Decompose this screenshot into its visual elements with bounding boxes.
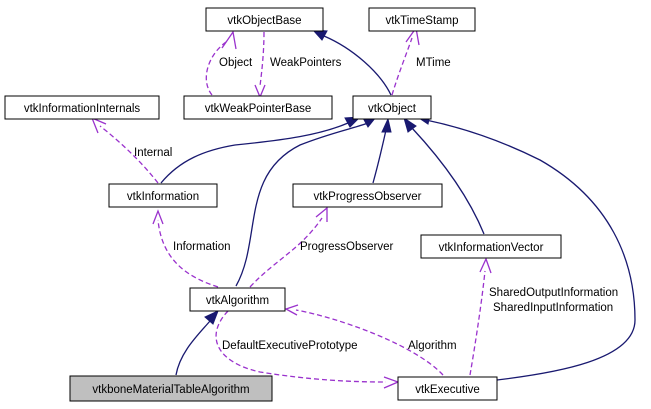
edge-label-weak-pointers: WeakPointers bbox=[270, 57, 342, 69]
edge-label-information: Information bbox=[173, 241, 231, 253]
edge-labels: Object WeakPointers MTime Internal Infor… bbox=[134, 57, 618, 352]
node-vtkinformationvector[interactable]: vtkInformationVector bbox=[420, 234, 562, 259]
edge-label-internal: Internal bbox=[134, 147, 172, 159]
edge-materialtable-to-algorithm bbox=[175, 320, 211, 376]
node-label: vtkTimeStamp bbox=[385, 15, 458, 27]
node-vtkweakpointerbase[interactable]: vtkWeakPointerBase bbox=[183, 95, 333, 120]
edge-object-to-objectbase bbox=[323, 35, 392, 96]
edge-progressobserver-progressobserver bbox=[249, 217, 323, 288]
nodes: vtkObjectBase vtkTimeStamp vtkInformatio… bbox=[4, 7, 562, 402]
edge-label-default-executive-prototype: DefaultExecutivePrototype bbox=[222, 340, 358, 352]
edge-informationvector-to-object bbox=[411, 127, 485, 235]
arrowhead-algorithm-usage bbox=[284, 304, 299, 316]
arrowhead-information bbox=[152, 209, 164, 225]
edge-algorithm-defaultexecutiveprototype bbox=[215, 310, 387, 383]
edge-algorithm-to-object bbox=[235, 122, 369, 287]
arrowhead-progressobserver bbox=[315, 206, 328, 222]
arrowhead-informationinternals bbox=[90, 116, 107, 134]
arrowhead-informationvector bbox=[479, 257, 492, 274]
edge-internals-internal bbox=[99, 125, 159, 184]
usage-edges bbox=[90, 26, 492, 389]
edge-timestamp-mtime bbox=[391, 37, 413, 96]
edge-label-algorithm: Algorithm bbox=[408, 340, 457, 352]
node-vtkprogressobserver[interactable]: vtkProgressObserver bbox=[292, 183, 443, 208]
edge-label-shared-output-information: SharedOutputInformation bbox=[489, 287, 618, 299]
arrowhead-object-from-informationvector bbox=[403, 116, 417, 133]
node-label: vtkboneMaterialTableAlgorithm bbox=[92, 384, 249, 396]
arrowhead-objectbase-object bbox=[221, 30, 237, 50]
node-label: vtkExecutive bbox=[415, 384, 480, 396]
node-vtktimestamp[interactable]: vtkTimeStamp bbox=[368, 7, 476, 32]
arrowhead-object-from-progressobserver bbox=[381, 117, 392, 133]
node-vtkexecutive[interactable]: vtkExecutive bbox=[397, 376, 498, 401]
edge-executive-to-object bbox=[425, 119, 636, 381]
node-label: vtkInformationInternals bbox=[24, 103, 141, 115]
node-label: vtkInformation bbox=[127, 191, 199, 203]
node-label: vtkProgressObserver bbox=[313, 191, 421, 203]
node-label: vtkAlgorithm bbox=[206, 295, 269, 307]
edge-label-object: Object bbox=[219, 57, 253, 69]
node-vtkinformation[interactable]: vtkInformation bbox=[108, 183, 218, 208]
edge-progressobserver-to-object bbox=[372, 129, 387, 184]
arrowhead-weakpointerbase bbox=[254, 84, 266, 99]
edge-information-information bbox=[157, 219, 219, 288]
node-vtkalgorithm[interactable]: vtkAlgorithm bbox=[189, 287, 286, 312]
edge-label-mtime: MTime bbox=[416, 57, 451, 69]
node-label: vtkObjectBase bbox=[227, 15, 301, 27]
node-label: vtkInformationVector bbox=[439, 242, 544, 254]
arrowhead-executive bbox=[383, 376, 400, 389]
arrowhead-algorithm bbox=[204, 310, 219, 325]
edge-label-shared-input-information: SharedInputInformation bbox=[493, 302, 613, 314]
edge-information-to-object bbox=[160, 122, 349, 184]
node-vtkobject[interactable]: vtkObject bbox=[352, 95, 432, 120]
node-vtkobjectbase[interactable]: vtkObjectBase bbox=[205, 7, 324, 32]
edge-informationvector-shared bbox=[469, 270, 486, 376]
node-label: vtkObject bbox=[368, 103, 417, 115]
edge-label-progress-observer: ProgressObserver bbox=[300, 241, 393, 253]
node-vtkinformationinternals[interactable]: vtkInformationInternals bbox=[4, 95, 160, 120]
edge-objectbase-weakpointers bbox=[259, 31, 265, 87]
node-vtkbonematerialtablealgorithm[interactable]: vtkboneMaterialTableAlgorithm bbox=[69, 375, 273, 402]
edge-weakpointerbase-object bbox=[205, 41, 227, 96]
edge-executive-algorithm bbox=[295, 309, 444, 376]
node-label: vtkWeakPointerBase bbox=[205, 103, 312, 115]
